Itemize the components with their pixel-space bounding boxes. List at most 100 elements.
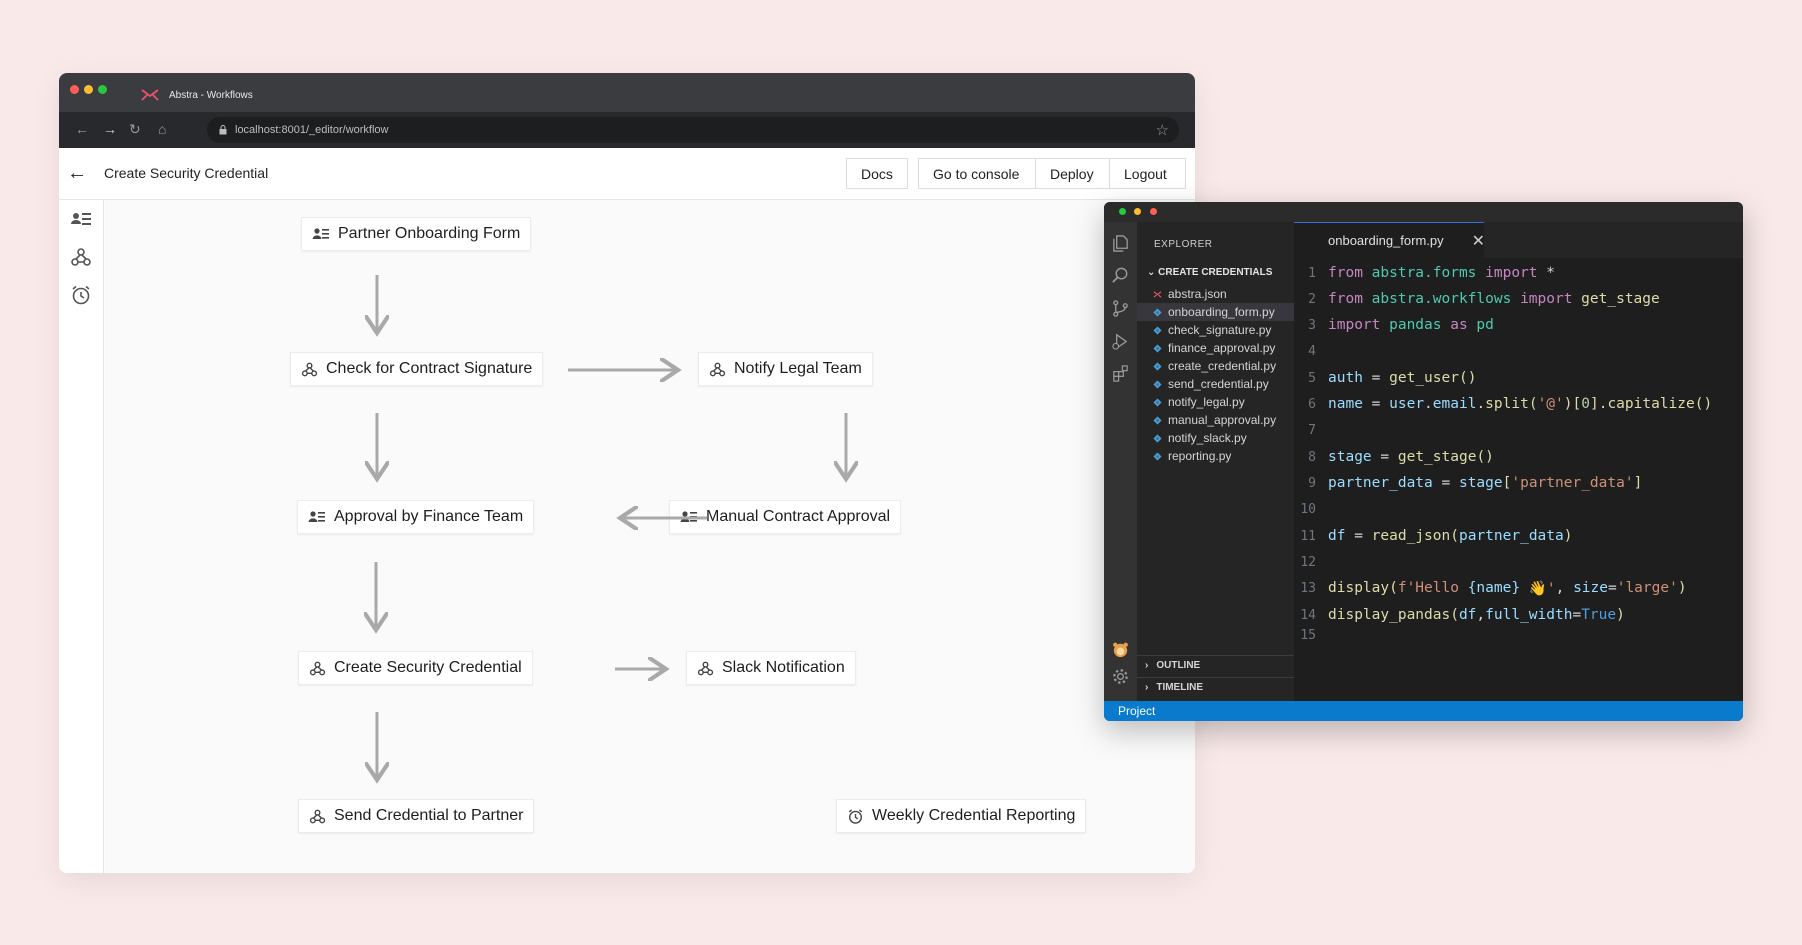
code-token: user bbox=[1389, 396, 1425, 412]
maximize-window-button[interactable] bbox=[98, 85, 107, 94]
back-nav-icon[interactable]: ← bbox=[75, 121, 89, 137]
file-item[interactable]: finance_approval.py bbox=[1137, 339, 1294, 357]
workflow-canvas[interactable]: Partner Onboarding Form Check for Contra… bbox=[105, 200, 1195, 873]
bookmark-star-icon[interactable]: ☆ bbox=[1155, 122, 1169, 139]
code-token: () bbox=[1458, 370, 1477, 386]
node-slack-notification[interactable]: Slack Notification bbox=[686, 651, 856, 685]
code-token: 0 bbox=[1581, 396, 1590, 412]
logout-button[interactable]: Logout bbox=[1109, 158, 1186, 189]
code-token: email bbox=[1432, 396, 1477, 412]
close-window-button[interactable] bbox=[70, 85, 79, 94]
code-token: . bbox=[1424, 396, 1433, 412]
file-item[interactable]: create_credential.py bbox=[1137, 357, 1294, 375]
node-manual-contract-approval[interactable]: Manual Contract Approval bbox=[669, 500, 902, 534]
file-item[interactable]: manual_approval.py bbox=[1137, 411, 1294, 429]
run-debug-icon[interactable] bbox=[1111, 332, 1130, 351]
search-icon[interactable] bbox=[1111, 266, 1130, 285]
file-name: send_credential.py bbox=[1168, 377, 1269, 391]
line-number: 6 bbox=[1308, 396, 1316, 412]
file-item[interactable]: notify_legal.py bbox=[1137, 393, 1294, 411]
node-check-contract-signature[interactable]: Check for Contract Signature bbox=[290, 352, 544, 386]
file-item[interactable]: notify_slack.py bbox=[1137, 429, 1294, 447]
app-sidebar bbox=[59, 200, 104, 873]
file-name: notify_slack.py bbox=[1168, 431, 1247, 445]
line-number: 11 bbox=[1300, 528, 1316, 544]
close-editor-button[interactable] bbox=[1150, 208, 1157, 215]
forward-nav-icon[interactable]: → bbox=[103, 121, 117, 137]
workflow-edges bbox=[105, 275, 1195, 873]
source-control-icon[interactable] bbox=[1111, 299, 1130, 318]
jobs-clock-icon[interactable] bbox=[70, 284, 92, 306]
line-number: 9 bbox=[1308, 475, 1316, 491]
code-token: , bbox=[1555, 580, 1574, 596]
account-avatar-icon[interactable] bbox=[1111, 640, 1130, 659]
node-create-security-credential[interactable]: Create Security Credential bbox=[298, 651, 533, 685]
editor-tab-title: onboarding_form.py bbox=[1328, 233, 1444, 248]
explorer-title: EXPLORER bbox=[1154, 239, 1213, 250]
code-token: import bbox=[1520, 291, 1573, 307]
node-label: Slack Notification bbox=[722, 659, 845, 676]
app-header: ← Create Security Credential Docs Go to … bbox=[59, 148, 1195, 200]
reload-icon[interactable]: ↻ bbox=[129, 121, 141, 137]
extensions-icon[interactable] bbox=[1111, 364, 1130, 383]
node-label: Send Credential to Partner bbox=[334, 807, 524, 824]
python-file-icon bbox=[1153, 415, 1162, 425]
file-name: manual_approval.py bbox=[1168, 413, 1277, 427]
minimize-editor-button[interactable] bbox=[1134, 208, 1141, 215]
line-number: 14 bbox=[1300, 607, 1316, 623]
file-item-active[interactable]: onboarding_form.py bbox=[1137, 303, 1294, 321]
node-partner-onboarding-form[interactable]: Partner Onboarding Form bbox=[301, 217, 532, 251]
back-arrow-icon[interactable]: ← bbox=[67, 162, 87, 184]
deploy-button[interactable]: Deploy bbox=[1035, 158, 1110, 189]
code-token: pandas bbox=[1380, 317, 1451, 333]
go-to-console-button[interactable]: Go to console bbox=[918, 158, 1036, 189]
url-field[interactable]: localhost:8001/_editor/workflow ☆ bbox=[207, 117, 1179, 143]
outline-section[interactable]: › OUTLINE bbox=[1137, 655, 1294, 675]
code-token: full_width bbox=[1485, 607, 1573, 623]
close-tab-icon[interactable]: ✕ bbox=[1471, 232, 1486, 250]
project-folder[interactable]: ⌄ CREATE CREDENTIALS bbox=[1147, 267, 1273, 278]
file-item[interactable]: reporting.py bbox=[1137, 447, 1294, 465]
form-icon bbox=[308, 511, 325, 522]
code-token: f'Hello bbox=[1397, 580, 1468, 596]
files-icon[interactable] bbox=[1111, 234, 1130, 253]
settings-gear-icon[interactable] bbox=[1111, 667, 1130, 686]
maximize-editor-button[interactable] bbox=[1119, 208, 1126, 215]
line-number: 3 bbox=[1308, 317, 1316, 333]
timeline-section[interactable]: › TIMELINE bbox=[1137, 677, 1294, 697]
minimize-window-button[interactable] bbox=[84, 85, 93, 94]
node-label: Notify Legal Team bbox=[734, 360, 862, 377]
code-token: = bbox=[1607, 580, 1617, 596]
node-send-credential-partner[interactable]: Send Credential to Partner bbox=[298, 799, 535, 833]
node-weekly-credential-reporting[interactable]: Weekly Credential Reporting bbox=[836, 799, 1087, 833]
line-number: 13 bbox=[1300, 580, 1316, 596]
docs-button[interactable]: Docs bbox=[846, 158, 908, 189]
code-token: ) bbox=[1616, 607, 1625, 623]
file-item[interactable]: abstra.json bbox=[1137, 285, 1294, 303]
node-label: Partner Onboarding Form bbox=[338, 225, 521, 242]
editor-tab-active[interactable]: onboarding_form.py ✕ bbox=[1294, 222, 1486, 258]
status-project[interactable]: Project bbox=[1118, 704, 1156, 718]
code-token: abstra.workflows bbox=[1362, 291, 1521, 307]
code-token: partner_data bbox=[1458, 528, 1564, 544]
file-item[interactable]: check_signature.py bbox=[1137, 321, 1294, 339]
code-line: 7 bbox=[1294, 417, 1328, 443]
node-label: Approval by Finance Team bbox=[334, 508, 524, 525]
file-item[interactable]: send_credential.py bbox=[1137, 375, 1294, 393]
node-notify-legal-team[interactable]: Notify Legal Team bbox=[698, 352, 873, 386]
code-token: abstra.forms bbox=[1362, 265, 1486, 281]
node-approval-finance-team[interactable]: Approval by Finance Team bbox=[297, 500, 535, 534]
browser-tab[interactable]: Abstra - Workflows bbox=[129, 78, 269, 112]
code-token: . bbox=[1476, 396, 1486, 412]
forms-icon[interactable] bbox=[70, 208, 92, 230]
node-label: Manual Contract Approval bbox=[706, 508, 891, 525]
code-token: get_stage bbox=[1397, 449, 1477, 465]
code-token: ( bbox=[1528, 396, 1538, 412]
code-token: display_pandas bbox=[1328, 607, 1451, 623]
hooks-icon[interactable] bbox=[70, 246, 92, 268]
home-icon[interactable]: ⌂ bbox=[158, 121, 167, 137]
file-name: notify_legal.py bbox=[1168, 395, 1245, 409]
